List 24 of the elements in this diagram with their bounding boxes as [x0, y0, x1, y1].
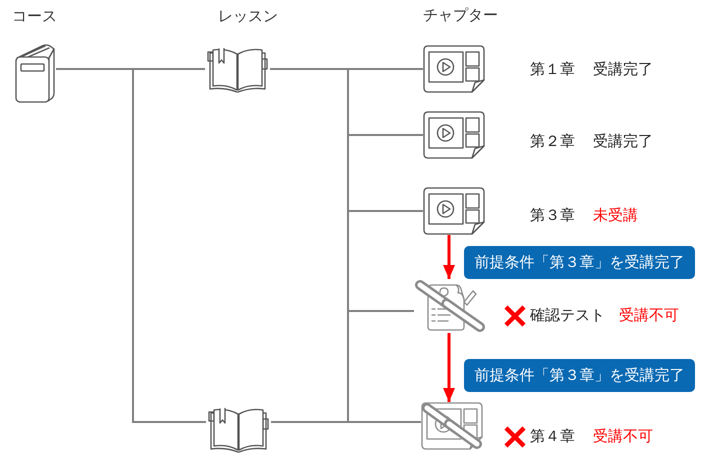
- chapter-title: 第２章: [530, 133, 575, 151]
- connector-line: [56, 68, 206, 423]
- video-page-icon: [423, 187, 485, 235]
- status-label: 未受講: [593, 207, 638, 225]
- status-label: 受講不可: [593, 428, 653, 446]
- column-heading: レッスン: [218, 8, 278, 26]
- chapter-title: 第４章: [530, 428, 575, 446]
- arrow: [443, 235, 455, 279]
- chained-video-page-icon: [421, 402, 483, 450]
- chapter-title: 第３章: [530, 207, 575, 225]
- chapter-title: 第１章: [530, 61, 575, 79]
- arrow: [443, 333, 455, 402]
- status-label: 受講不可: [619, 307, 679, 325]
- video-page-icon: [423, 111, 485, 159]
- status-label: 受講完了: [593, 133, 653, 151]
- column-heading: コース: [12, 8, 57, 26]
- column-heading: チャプター: [423, 7, 498, 25]
- test-title: 確認テスト: [530, 307, 605, 325]
- chained-quiz-sheet-icon: [414, 279, 486, 333]
- connector-line: [271, 421, 421, 423]
- condition-banner: 前提条件「第３章」を受講完了: [464, 246, 695, 279]
- status-label: 受講完了: [593, 61, 653, 79]
- video-page-icon: [423, 45, 485, 93]
- condition-banner: 前提条件「第３章」を受講完了: [464, 359, 695, 392]
